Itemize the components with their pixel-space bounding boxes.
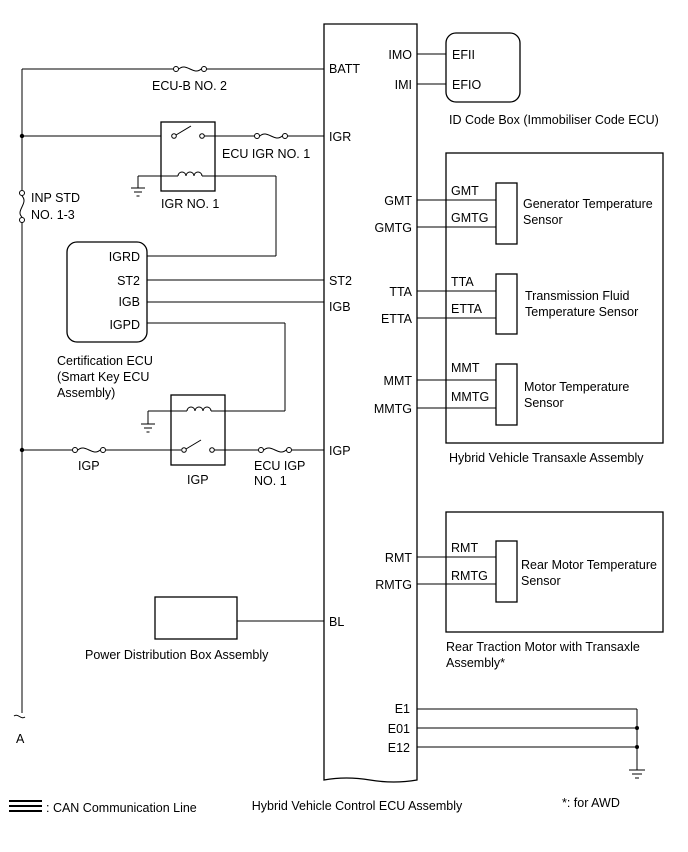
rear-motor-temp-sensor — [495, 540, 518, 603]
can-line-legend-label: : CAN Communication Line — [46, 801, 197, 815]
terminal-igb: IGB — [329, 300, 351, 314]
gen-pin-gmtg: GMTG — [451, 211, 489, 225]
motor-sensor-label-2: Sensor — [524, 396, 564, 410]
fuse-igp — [72, 447, 106, 453]
terminal-bl: BL — [329, 615, 344, 629]
fuse-ecu-igr-no1 — [254, 133, 288, 139]
motor-temp-sensor — [495, 363, 518, 426]
cert-ecu-title-3: Assembly) — [57, 386, 115, 400]
generator-temp-sensor — [495, 182, 518, 245]
fluid-pin-etta: ETTA — [451, 302, 483, 316]
fluid-sensor-label-2: Temperature Sensor — [525, 305, 638, 319]
terminal-batt: BATT — [329, 62, 360, 76]
fuse-ecu-igp-label-1: ECU IGP — [254, 459, 305, 473]
terminal-etta: ETTA — [381, 312, 413, 326]
ground-symbol-igp-relay — [141, 423, 155, 433]
cert-pin-igpd: IGPD — [109, 318, 140, 332]
relay-igr-no1 — [160, 121, 216, 192]
terminal-rmtg: RMTG — [375, 578, 412, 592]
connector-a-label: A — [16, 732, 25, 746]
rear-motor-box — [445, 511, 664, 633]
terminal-tta: TTA — [389, 285, 412, 299]
rear-sensor-label-2: Sensor — [521, 574, 561, 588]
id-code-pin-efio: EFIO — [452, 78, 481, 92]
fuse-ecu-b-label: ECU-B NO. 2 — [152, 79, 227, 93]
fuse-igp-label: IGP — [78, 459, 100, 473]
terminal-e1: E1 — [395, 702, 410, 716]
fuse-ecu-igp-no1 — [258, 447, 292, 453]
id-code-box-title: ID Code Box (Immobiliser Code ECU) — [449, 113, 659, 127]
relay-igp-label: IGP — [187, 473, 209, 487]
rear-pin-rmt: RMT — [451, 541, 478, 555]
motor-pin-mmt: MMT — [451, 361, 480, 375]
terminal-rmt: RMT — [385, 551, 412, 565]
terminal-gmtg: GMTG — [375, 221, 413, 235]
pdb-title: Power Distribution Box Assembly — [85, 648, 269, 662]
relay-igr-label: IGR NO. 1 — [161, 197, 219, 211]
gen-pin-gmt: GMT — [451, 184, 479, 198]
terminal-imi: IMI — [395, 78, 412, 92]
relay-igp — [170, 394, 226, 466]
gen-sensor-label-2: Sensor — [523, 213, 563, 227]
terminal-imo: IMO — [388, 48, 412, 62]
transaxle-title: Hybrid Vehicle Transaxle Assembly — [449, 451, 644, 465]
cert-pin-igrd: IGRD — [109, 250, 140, 264]
rear-pin-rmtg: RMTG — [451, 569, 488, 583]
terminal-igr: IGR — [329, 130, 351, 144]
certification-ecu-box — [66, 241, 148, 343]
fuse-inp-std-label-1: INP STD — [31, 191, 80, 205]
relay-igp-coil — [186, 406, 212, 412]
gen-sensor-label-1: Generator Temperature — [523, 197, 653, 211]
fuse-inp-std — [19, 190, 25, 223]
power-distribution-box — [154, 596, 238, 640]
id-code-box — [445, 32, 521, 103]
terminal-mmtg: MMTG — [374, 402, 412, 416]
fuse-ecu-igp-label-2: NO. 1 — [254, 474, 287, 488]
terminal-mmt: MMT — [384, 374, 413, 388]
relay-igr-coil — [177, 171, 203, 177]
terminal-e12: E12 — [388, 741, 410, 755]
ground-symbol-igr-relay — [131, 187, 145, 197]
fluid-sensor-label-1: Transmission Fluid — [525, 289, 629, 303]
connector-a-break — [13, 714, 26, 719]
id-code-pin-efii: EFII — [452, 48, 475, 62]
terminal-igp: IGP — [329, 444, 351, 458]
ground-symbol-ecu — [629, 769, 645, 779]
motor-sensor-label-1: Motor Temperature — [524, 380, 629, 394]
fluid-pin-tta: TTA — [451, 275, 474, 289]
can-line-legend-symbol — [9, 800, 42, 812]
terminal-e01: E01 — [388, 722, 410, 736]
rear-motor-title-1: Rear Traction Motor with Transaxle — [446, 640, 640, 654]
relay-igr-switch — [171, 125, 205, 139]
terminal-gmt: GMT — [384, 194, 412, 208]
ecu-main-box — [323, 23, 418, 783]
cert-ecu-title-2: (Smart Key ECU — [57, 370, 149, 384]
transaxle-box — [445, 152, 664, 444]
fluid-temp-sensor — [495, 273, 518, 335]
rear-motor-title-2: Assembly* — [446, 656, 505, 670]
cert-ecu-title-1: Certification ECU — [57, 354, 153, 368]
fuse-ecu-b-no2 — [173, 66, 207, 72]
ecu-main-title: Hybrid Vehicle Control ECU Assembly — [252, 799, 463, 813]
rear-sensor-label-1: Rear Motor Temperature — [521, 558, 657, 572]
fuse-ecu-igr-label: ECU IGR NO. 1 — [222, 147, 310, 161]
cert-pin-st2: ST2 — [117, 274, 140, 288]
awd-footnote: *: for AWD — [562, 796, 620, 810]
motor-pin-mmtg: MMTG — [451, 390, 489, 404]
cert-pin-igb: IGB — [118, 295, 140, 309]
fuse-inp-std-label-2: NO. 1-3 — [31, 208, 75, 222]
terminal-st2: ST2 — [329, 274, 352, 288]
